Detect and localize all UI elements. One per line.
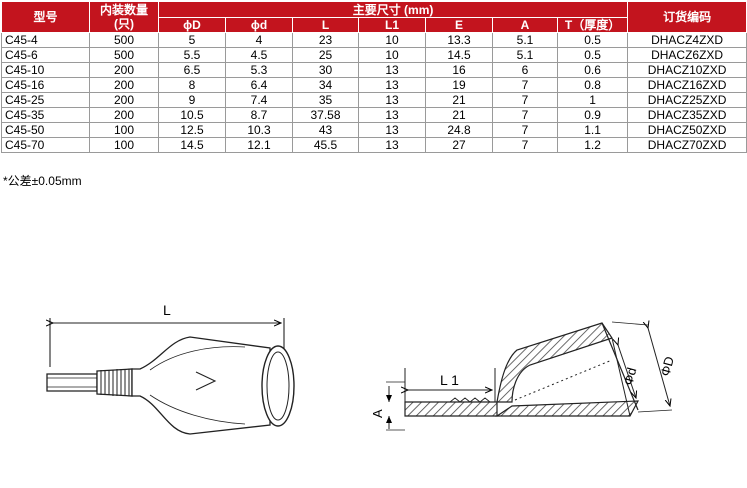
header-e: E xyxy=(425,17,493,33)
cell-l1: 10 xyxy=(358,32,426,48)
cell-model: C45-16 xyxy=(1,77,90,93)
header-outer-diameter: ϕD xyxy=(158,17,226,33)
cell-quantity: 100 xyxy=(89,137,159,153)
cell-length: 45.5 xyxy=(292,137,359,153)
cell-order-code: DHACZ70ZXD xyxy=(627,137,747,153)
inner-diameter-label: Φd xyxy=(620,366,639,387)
cell-inner-diameter: 12.1 xyxy=(225,137,293,153)
cell-inner-diameter: 10.3 xyxy=(225,122,293,138)
cell-e: 16 xyxy=(425,62,493,78)
header-length: L xyxy=(292,17,359,33)
l1-label: L 1 xyxy=(440,372,459,388)
front-view-terminal xyxy=(47,318,295,435)
cell-a: 7 xyxy=(492,137,558,153)
header-inner-diameter: ϕd xyxy=(225,17,293,33)
inner-diameter-dimension-line xyxy=(618,345,636,398)
cell-thickness: 0.6 xyxy=(556,62,629,78)
cell-model: C45-70 xyxy=(1,137,90,153)
length-label: L xyxy=(163,302,171,318)
cell-thickness: 1.2 xyxy=(556,137,629,153)
cell-order-code: DHACZ25ZXD xyxy=(627,92,747,108)
spec-table: 型号 内装数量 (只) 主要尺寸 (mm) 订货编码 ϕD ϕd L L1 E … xyxy=(1,1,747,153)
cell-e: 27 xyxy=(425,137,493,153)
cell-l1: 13 xyxy=(358,137,426,153)
outer-diameter-dimension-line xyxy=(648,328,670,406)
cell-e: 21 xyxy=(425,107,493,123)
header-thickness: T（厚度） xyxy=(556,17,629,33)
cell-quantity: 500 xyxy=(89,32,159,48)
cell-model: C45-4 xyxy=(1,32,90,48)
header-a: A xyxy=(492,17,558,33)
tolerance-note: *公差±0.05mm xyxy=(3,174,82,188)
cell-thickness: 0.9 xyxy=(556,107,629,123)
header-model: 型号 xyxy=(1,1,90,33)
cell-model: C45-10 xyxy=(1,62,90,78)
side-view-terminal xyxy=(386,322,673,431)
cell-order-code: DHACZ16ZXD xyxy=(627,77,747,93)
cell-e: 19 xyxy=(425,77,493,93)
a-label: A xyxy=(370,409,385,418)
cell-order-code: DHACZ10ZXD xyxy=(627,62,747,78)
outer-diameter-label: ΦD xyxy=(657,355,677,378)
cell-model: C45-35 xyxy=(1,107,90,123)
cell-order-code: DHACZ4ZXD xyxy=(627,32,747,48)
header-dimensions: 主要尺寸 (mm) xyxy=(157,1,629,18)
cell-inner-diameter: 5.3 xyxy=(225,62,293,78)
cell-quantity: 200 xyxy=(89,62,159,78)
cell-outer-diameter: 14.5 xyxy=(158,137,226,153)
header-l1: L1 xyxy=(358,17,426,33)
cell-quantity: 200 xyxy=(89,107,159,123)
cell-l1: 13 xyxy=(358,92,426,108)
cell-thickness: 1.1 xyxy=(556,122,629,138)
header-order-code: 订货编码 xyxy=(627,1,747,33)
cell-order-code: DHACZ50ZXD xyxy=(627,122,747,138)
